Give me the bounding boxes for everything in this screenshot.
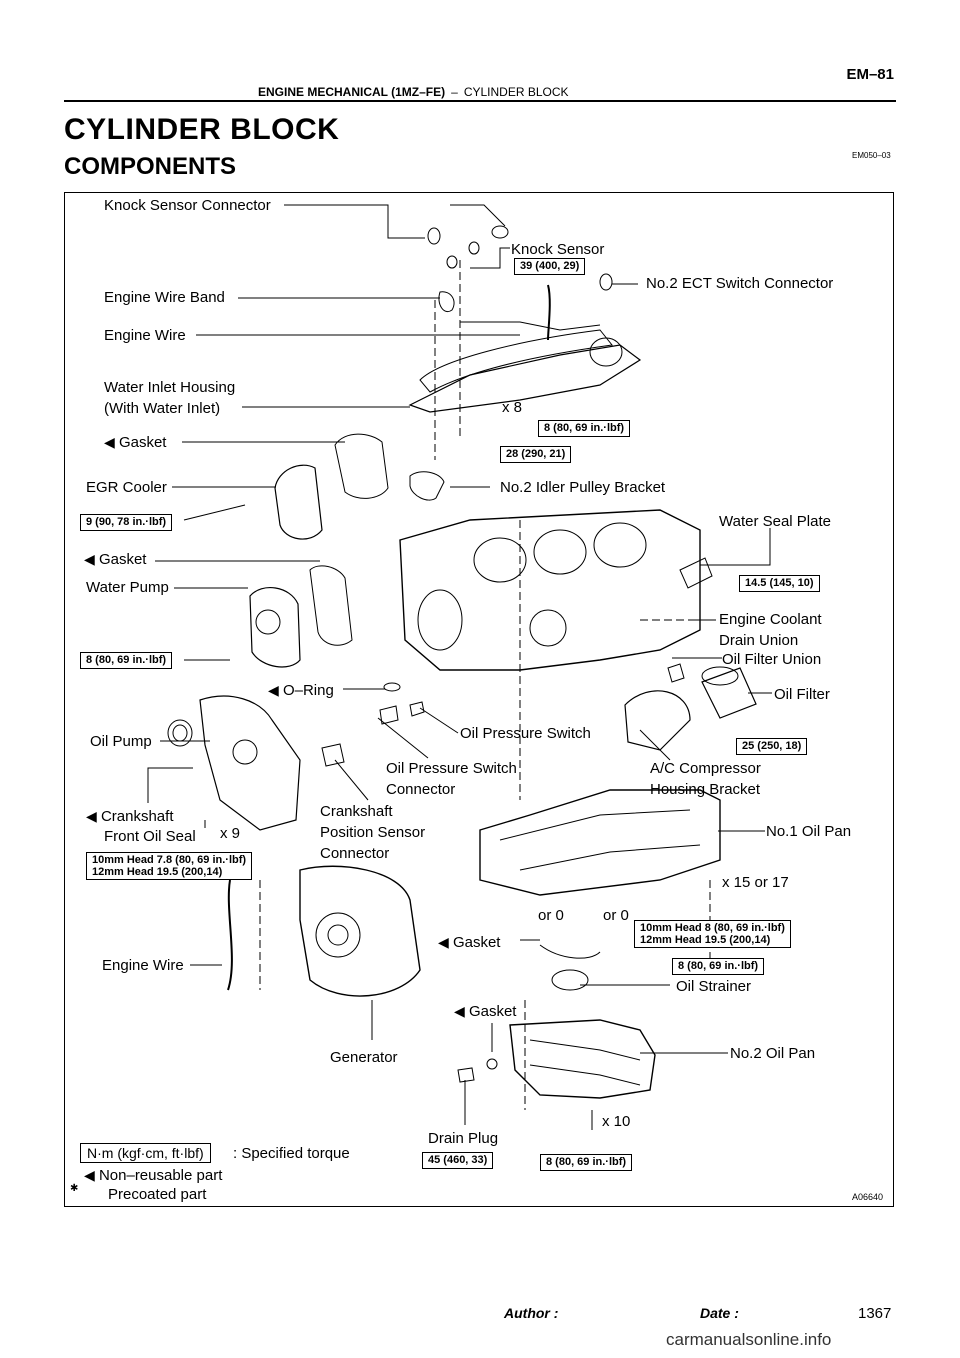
label-crank-pos-3: Connector (320, 845, 390, 862)
watermark: carmanualsonline.info (666, 1330, 832, 1349)
page-subtitle: COMPONENTS (64, 153, 237, 180)
label-with-water-inlet: (With Water Inlet) (104, 400, 221, 417)
label-oil-filter-union: Oil Filter Union (722, 651, 822, 668)
label-crank-pos-1: Crankshaft (320, 803, 393, 820)
torque-8-oilpan: 8 (80, 69 in.·lbf) (540, 1154, 633, 1171)
label-gasket-1: ◀ Gasket (104, 434, 167, 451)
label-crank-pos-2: Position Sensor (320, 824, 426, 841)
label-engine-wire-band: Engine Wire Band (104, 289, 225, 306)
label-o-ring: ◀ O–Ring (268, 682, 334, 699)
diagram-code: A06640 (852, 1192, 884, 1202)
torque-head-group-b: 10mm Head 8 (80, 69 in.·lbf) 12mm Head 1… (634, 920, 791, 948)
label-crankshaft-front-2: Front Oil Seal (104, 828, 196, 845)
torque-8-water-pump: 8 (80, 69 in.·lbf) (80, 652, 173, 669)
non-reusable-icon: ◀ (84, 551, 95, 567)
torque-10mm-a: 10mm Head 7.8 (80, 69 in.·lbf) (92, 854, 247, 866)
torque-25: 25 (250, 18) (736, 738, 808, 755)
label-gasket-2: ◀ Gasket (84, 551, 147, 568)
non-reusable-icon: ◀ (104, 434, 115, 450)
label-gasket-3: ◀ Gasket (438, 934, 501, 951)
non-reusable-icon: ◀ (86, 808, 97, 824)
label-oil-pump: Oil Pump (90, 733, 152, 750)
torque-28: 28 (290, 21) (500, 446, 572, 463)
label-gasket-4: ◀ Gasket (454, 1003, 517, 1020)
label-crankshaft-front-1: ◀ Crankshaft (86, 808, 174, 825)
non-reusable-icon: ◀ (438, 934, 449, 950)
legend-torque-unit: N·m (kgf·cm, ft·lbf) (80, 1143, 211, 1163)
label-engine-coolant: Engine Coolant (719, 611, 822, 628)
label-x15or17: x 15 or 17 (722, 874, 789, 891)
label-or0-b: or 0 (603, 907, 629, 924)
header-subsection: CYLINDER BLOCK (463, 85, 569, 99)
header-section-title: ENGINE MECHANICAL (1MZ–FE) (258, 85, 446, 99)
torque-9: 9 (90, 78 in.·lbf) (80, 514, 173, 531)
torque-10mm-b: 10mm Head 8 (80, 69 in.·lbf) (640, 922, 785, 934)
label-or0-a: or 0 (538, 907, 564, 924)
label-no1-oil-pan: No.1 Oil Pan (766, 823, 852, 840)
header-section: ENGINE MECHANICAL (1MZ–FE)–CYLINDER BLOC… (258, 85, 569, 99)
label-no2-idler-pulley-bracket: No.2 Idler Pulley Bracket (500, 479, 666, 496)
label-egr-cooler: EGR Cooler (86, 479, 167, 496)
footer-date-label: Date : (700, 1305, 739, 1321)
label-x10: x 10 (602, 1113, 631, 1130)
label-water-inlet-housing: Water Inlet Housing (104, 379, 236, 396)
legend-non-reusable: ◀ Non–reusable part (84, 1167, 223, 1184)
label-no2-oil-pan: No.2 Oil Pan (730, 1045, 816, 1062)
label-generator: Generator (330, 1049, 398, 1066)
torque-12mm-a: 12mm Head 19.5 (200,14) (92, 866, 223, 878)
footer-author-label: Author : (504, 1305, 559, 1321)
label-no2-ect-switch-connector: No.2 ECT Switch Connector (646, 275, 834, 292)
label-engine-wire-bottom: Engine Wire (102, 957, 184, 974)
non-reusable-icon: ◀ (268, 682, 279, 698)
page-title: CYLINDER BLOCK (64, 113, 340, 146)
legend-torque-desc: : Specified torque (233, 1145, 350, 1162)
label-oil-pressure-switch-connector-1: Oil Pressure Switch (386, 760, 517, 777)
leader-knock-sensor-connector (284, 204, 425, 239)
label-drain-plug: Drain Plug (428, 1130, 499, 1147)
non-reusable-icon: ◀ (84, 1167, 95, 1183)
label-x9: x 9 (220, 825, 241, 842)
label-drain-union: Drain Union (719, 632, 799, 649)
label-oil-pressure-switch: Oil Pressure Switch (460, 725, 591, 742)
torque-head-group-a: 10mm Head 7.8 (80, 69 in.·lbf) 12mm Head… (86, 852, 253, 880)
footer-page-number: 1367 (858, 1305, 892, 1322)
label-water-seal-plate: Water Seal Plate (719, 513, 831, 530)
label-knock-sensor: Knock Sensor (511, 241, 605, 258)
doc-code: EM050–03 (852, 151, 891, 160)
header-separator: – (451, 85, 458, 99)
torque-14-5: 14.5 (145, 10) (739, 575, 820, 592)
torque-39: 39 (400, 29) (514, 258, 586, 275)
label-oil-filter: Oil Filter (774, 686, 830, 703)
label-x8: x 8 (502, 399, 523, 416)
label-oil-pressure-switch-connector-2: Connector (386, 781, 456, 798)
header-rule (64, 100, 896, 102)
precoated-icon: ✱ (70, 1183, 79, 1194)
label-water-pump: Water Pump (86, 579, 169, 596)
torque-45: 45 (460, 33) (422, 1152, 494, 1169)
torque-12mm-b: 12mm Head 19.5 (200,14) (640, 934, 771, 946)
torque-8-water-inlet: 8 (80, 69 in.·lbf) (538, 420, 631, 437)
label-ac-compressor-1: A/C Compressor (650, 760, 761, 777)
header-page-ref: EM–81 (846, 66, 894, 83)
label-knock-sensor-connector: Knock Sensor Connector (104, 197, 271, 214)
legend-precoated: Precoated part (108, 1186, 207, 1203)
label-engine-wire-top: Engine Wire (104, 327, 186, 344)
label-ac-compressor-2: Housing Bracket (650, 781, 761, 798)
label-oil-strainer: Oil Strainer (676, 978, 752, 995)
torque-8-strainer: 8 (80, 69 in.·lbf) (672, 958, 765, 975)
diagram-frame (64, 192, 894, 1207)
non-reusable-icon: ◀ (454, 1003, 465, 1019)
